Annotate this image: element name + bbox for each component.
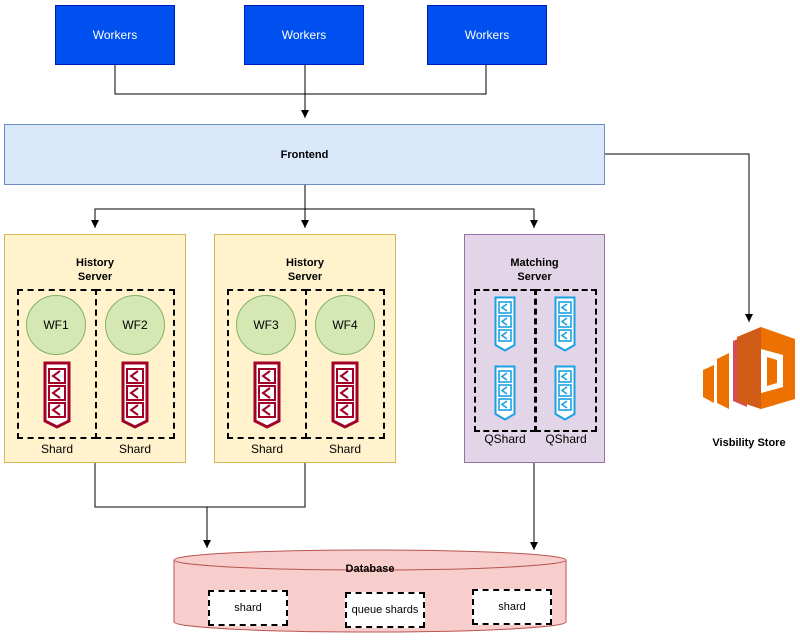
workflow-node[interactable]: WF2 — [105, 295, 165, 355]
database-shard[interactable]: shard — [208, 590, 288, 626]
edge-workers-frontend — [114, 65, 487, 95]
blue-queue-icon — [494, 365, 516, 421]
database-queue-shards[interactable]: queue shards — [345, 592, 425, 628]
blue-queue-icon — [494, 296, 516, 352]
history-server-1[interactable]: History Server WF1 WF2 Shard Shard — [4, 234, 186, 463]
server-title: History Server — [76, 257, 114, 283]
red-queue-icon — [331, 361, 359, 429]
workflow-label: WF3 — [253, 318, 279, 332]
blue-queue-icon — [554, 296, 576, 352]
matching-server[interactable]: Matching Server QShard — [464, 234, 605, 463]
shard-label: Shard — [328, 442, 362, 456]
frontend-label: Frontend — [280, 148, 329, 161]
frontend-node[interactable]: Frontend — [4, 124, 605, 185]
workflow-label: WF2 — [122, 318, 148, 332]
shard-box — [305, 289, 385, 439]
workers-node-3[interactable]: Workers — [427, 5, 547, 65]
red-queue-icon — [121, 361, 149, 429]
workflow-label: WF1 — [43, 318, 69, 332]
database-shard[interactable]: shard — [472, 589, 552, 625]
visibility-store-label: Visbility Store — [712, 437, 786, 449]
shard-label: Shard — [250, 442, 284, 456]
workflow-label: WF4 — [332, 318, 358, 332]
database-shard-label: shard — [234, 602, 262, 614]
shard-label: Shard — [118, 442, 152, 456]
qshard-box — [535, 289, 597, 432]
database-shard-label: queue shards — [351, 604, 419, 616]
database-shard-label: shard — [498, 601, 526, 613]
red-queue-icon — [43, 361, 71, 429]
qshard-label: QShard — [545, 432, 587, 446]
edge-history-database — [94, 463, 306, 508]
history-server-2[interactable]: History Server WF3 WF4 Shard Shard — [214, 234, 396, 463]
qshard-label: QShard — [484, 432, 526, 446]
shard-box — [95, 289, 175, 439]
aws-elasticsearch-icon — [703, 327, 795, 409]
shard-label: Shard — [40, 442, 74, 456]
red-queue-icon — [253, 361, 281, 429]
server-title: History Server — [286, 257, 324, 283]
workers-node-2[interactable]: Workers — [244, 5, 364, 65]
edge-frontend-history-1 — [91, 185, 306, 228]
edge-frontend-matching — [305, 208, 538, 228]
blue-queue-icon — [554, 365, 576, 421]
edge-frontend-visibility — [605, 153, 753, 322]
workers-label: Workers — [92, 28, 138, 42]
server-title: Matching Server — [510, 257, 559, 283]
workers-node-1[interactable]: Workers — [55, 5, 175, 65]
workflow-node[interactable]: WF1 — [26, 295, 86, 355]
workers-label: Workers — [464, 28, 510, 42]
workflow-node[interactable]: WF4 — [315, 295, 375, 355]
workflow-node[interactable]: WF3 — [236, 295, 296, 355]
workers-label: Workers — [281, 28, 327, 42]
database-title: Database — [345, 563, 395, 575]
